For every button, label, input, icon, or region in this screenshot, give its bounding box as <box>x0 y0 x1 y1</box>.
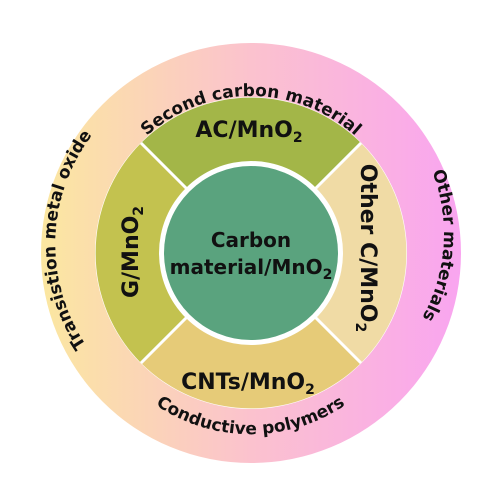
center-line2: material/MnO2 <box>170 255 333 283</box>
segment-right-sub: 2 <box>352 323 368 333</box>
divider-top-left <box>139 141 192 194</box>
segment-top <box>141 97 361 192</box>
segment-left <box>95 143 190 363</box>
segment-top-sub: 2 <box>293 130 303 146</box>
segment-bottom <box>141 314 361 409</box>
segment-left-label: G/MnO2 <box>119 206 147 298</box>
segment-left-sub: 2 <box>131 206 147 216</box>
center-line2-sub: 2 <box>323 267 333 283</box>
segment-bottom-main: CNTs/MnO <box>181 370 305 395</box>
segment-right-main: Other C/MnO <box>355 164 380 323</box>
segment-top-label: AC/MnO2 <box>195 118 302 146</box>
divider-bottom-left <box>139 312 192 365</box>
center-circle <box>164 166 338 340</box>
divider-top-right <box>310 141 363 194</box>
segment-left-main: G/MnO <box>119 216 144 298</box>
divider-bottom-right <box>310 312 363 365</box>
center-line1: Carbon <box>211 228 291 252</box>
segment-right-label: Other C/MnO2 <box>352 164 380 333</box>
center-line2-main: material/MnO <box>170 255 323 279</box>
segment-right <box>312 143 407 363</box>
segment-bottom-label: CNTs/MnO2 <box>181 370 315 398</box>
segment-bottom-sub: 2 <box>305 382 315 398</box>
segment-top-main: AC/MnO <box>195 118 292 143</box>
